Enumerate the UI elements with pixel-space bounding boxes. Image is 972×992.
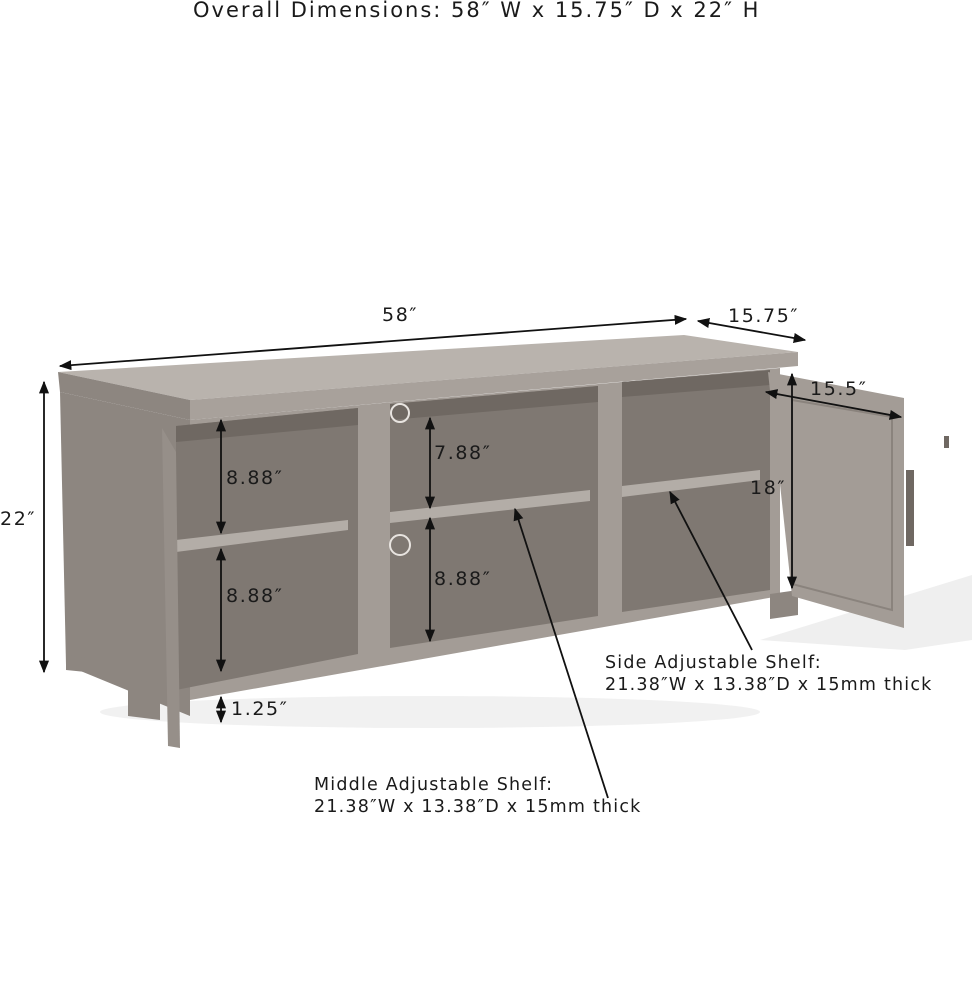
overall-dimensions-title: Overall Dimensions: 58″ W x 15.75″ D x 2…: [193, 0, 761, 22]
middle-lower-label: 8.88″: [434, 568, 492, 590]
tv-stand-body: [58, 335, 949, 748]
side-shelf-leader: [669, 490, 753, 651]
depth-label: 15.75″: [728, 305, 800, 327]
left-compartment: [176, 408, 358, 690]
side-shelf-callout: Side Adjustable Shelf: 21.38″W x 13.38″D…: [605, 652, 933, 696]
left-door: [162, 428, 180, 748]
side-height-label: 18″: [750, 477, 787, 499]
left-lower-label: 8.88″: [226, 585, 284, 607]
height-label: 22″: [0, 508, 37, 530]
leg-back-left: [66, 655, 86, 672]
leg-front-left: [128, 678, 160, 720]
middle-upper-label: 7.88″: [434, 442, 492, 464]
width-arrow: [58, 314, 688, 371]
left-shelf: [176, 520, 348, 552]
leg-front-right: [770, 590, 798, 619]
top-front-edge: [58, 372, 190, 420]
left-upper-label: 8.88″: [226, 467, 284, 489]
middle-shelf-leader: [513, 507, 609, 799]
side-shelf-spec: 21.38″W x 13.38″D x 15mm thick: [605, 675, 933, 695]
right-shelf: [622, 470, 760, 497]
door-depth-label: 15.5″: [810, 378, 868, 400]
middle-shelf-name: Middle Adjustable Shelf:: [314, 775, 554, 795]
left-side-panel: [60, 392, 190, 716]
right-door: [768, 372, 904, 628]
dimension-lines: [38, 314, 903, 799]
width-label: 58″: [382, 304, 419, 326]
right-compartment: [622, 370, 770, 612]
middle-shelf: [390, 490, 590, 523]
middle-shelf-spec: 21.38″W x 13.38″D x 15mm thick: [314, 797, 642, 817]
middle-compartment: [390, 386, 598, 648]
leg-clearance-label: 1.25″: [231, 698, 289, 720]
side-shelf-name: Side Adjustable Shelf:: [605, 653, 822, 673]
middle-shelf-callout: Middle Adjustable Shelf: 21.38″W x 13.38…: [314, 774, 642, 818]
depth-arrow: [696, 318, 807, 343]
